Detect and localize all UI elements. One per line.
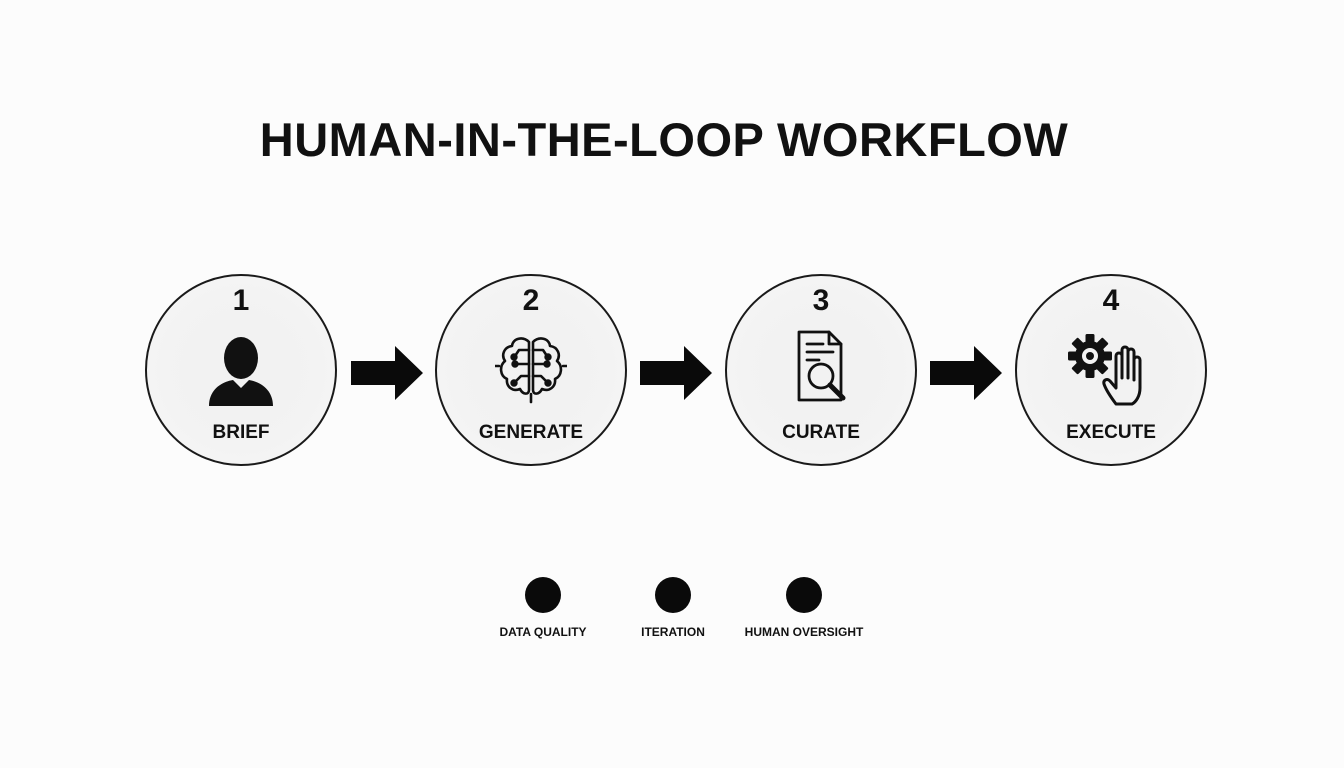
legend-dot <box>525 577 561 613</box>
legend-item-human-oversight: HUMAN OVERSIGHT <box>734 577 874 639</box>
circuit-brain-icon <box>495 328 567 408</box>
legend-label: DATA QUALITY <box>499 625 587 639</box>
legend-label: HUMAN OVERSIGHT <box>744 625 864 639</box>
legend-item-data-quality: DATA QUALITY <box>473 577 613 639</box>
person-icon <box>205 328 277 408</box>
step-label: BRIEF <box>212 422 270 443</box>
step-number: 2 <box>522 284 540 317</box>
step-number: 4 <box>1102 284 1120 317</box>
arrow-right-icon <box>351 344 425 402</box>
step-generate: 2 GENERATE <box>435 274 627 466</box>
step-curate: 3 CURATE <box>725 274 917 466</box>
arrow-right-icon <box>640 344 714 402</box>
diagram-title: HUMAN-IN-THE-LOOP WORKFLOW <box>259 113 1069 166</box>
step-brief: 1 BRIEF <box>145 274 337 466</box>
step-execute: 4 <box>1015 274 1207 466</box>
legend-dot <box>655 577 691 613</box>
step-label: GENERATE <box>478 422 584 443</box>
document-magnifier-icon <box>785 328 857 408</box>
step-label: EXECUTE <box>1066 422 1156 443</box>
step-label: CURATE <box>782 422 860 443</box>
legend-item-iteration: ITERATION <box>603 577 743 639</box>
legend-dot <box>786 577 822 613</box>
legend-label: ITERATION <box>641 625 705 639</box>
gear-hand-icon <box>1066 328 1156 408</box>
step-number: 3 <box>812 284 830 317</box>
step-number: 1 <box>232 284 250 317</box>
arrow-right-icon <box>930 344 1004 402</box>
